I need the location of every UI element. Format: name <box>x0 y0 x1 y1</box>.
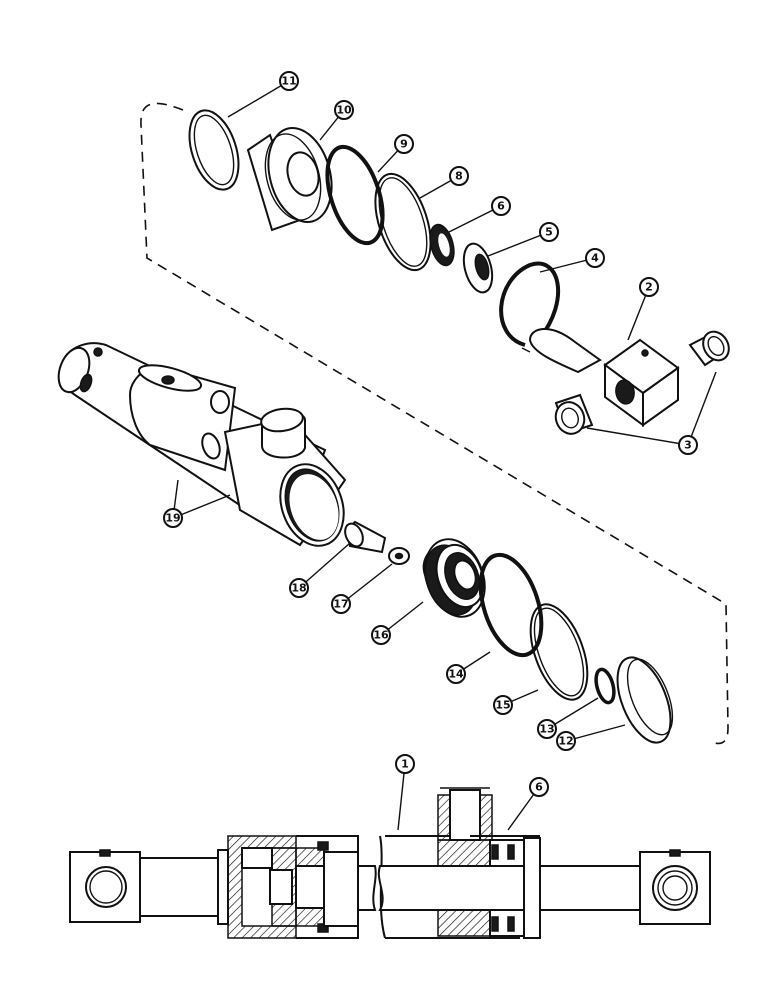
callout-12: 12 <box>556 731 576 751</box>
svg-text:18: 18 <box>291 582 306 595</box>
callout-4: 4 <box>585 248 605 268</box>
svg-text:5: 5 <box>545 226 553 239</box>
backup-ring-8-part <box>374 172 432 272</box>
cross-tube-block-part <box>528 327 680 427</box>
callout-9: 9 <box>394 134 414 154</box>
callout-11: 11 <box>279 71 299 91</box>
svg-text:10: 10 <box>336 104 352 117</box>
washer-part <box>388 547 410 565</box>
callout-1: 1 <box>395 754 415 774</box>
retaining-ring-part <box>499 261 561 353</box>
svg-text:2: 2 <box>645 281 653 294</box>
assembly-outline-dashed <box>140 102 729 745</box>
o-ring-13-part <box>594 667 616 705</box>
callout-6-section: 6 <box>529 777 549 797</box>
svg-text:3: 3 <box>684 439 692 452</box>
svg-text:8: 8 <box>455 170 463 183</box>
callout-6: 6 <box>491 196 511 216</box>
bushing-part <box>462 242 494 294</box>
svg-text:17: 17 <box>333 598 348 611</box>
svg-text:13: 13 <box>539 723 554 736</box>
svg-text:6: 6 <box>497 200 505 213</box>
callout-14: 14 <box>446 664 466 684</box>
wiper-seal-part <box>429 223 455 267</box>
svg-text:16: 16 <box>373 629 389 642</box>
callout-10: 10 <box>334 100 354 120</box>
snap-ring-part <box>188 109 240 191</box>
callout-18: 18 <box>289 578 309 598</box>
callout-16: 16 <box>371 625 391 645</box>
callout-8: 8 <box>449 166 469 186</box>
bolt-part <box>344 520 387 554</box>
wear-ring-part <box>616 656 674 744</box>
callout-5: 5 <box>539 222 559 242</box>
bushings-3-part <box>554 330 730 435</box>
cylinder-barrel-part <box>57 342 347 547</box>
callout-3: 3 <box>678 435 698 455</box>
sectional-assembly-view <box>69 787 711 939</box>
backup-ring-15-part <box>529 603 589 701</box>
svg-text:19: 19 <box>165 512 180 525</box>
callout-13: 13 <box>537 719 557 739</box>
callout-17: 17 <box>331 594 351 614</box>
svg-text:11: 11 <box>281 75 296 88</box>
svg-text:6: 6 <box>535 781 543 794</box>
svg-text:14: 14 <box>448 668 464 681</box>
piston-part <box>422 538 486 618</box>
svg-text:1: 1 <box>401 758 409 771</box>
svg-text:9: 9 <box>400 138 408 151</box>
svg-text:4: 4 <box>591 252 599 265</box>
callout-19: 19 <box>163 508 183 528</box>
callout-15: 15 <box>493 695 513 715</box>
o-ring-14-part <box>478 552 544 658</box>
callout-2: 2 <box>639 277 659 297</box>
svg-text:12: 12 <box>558 735 573 748</box>
gland-head-part <box>246 126 333 232</box>
svg-text:15: 15 <box>495 699 510 712</box>
